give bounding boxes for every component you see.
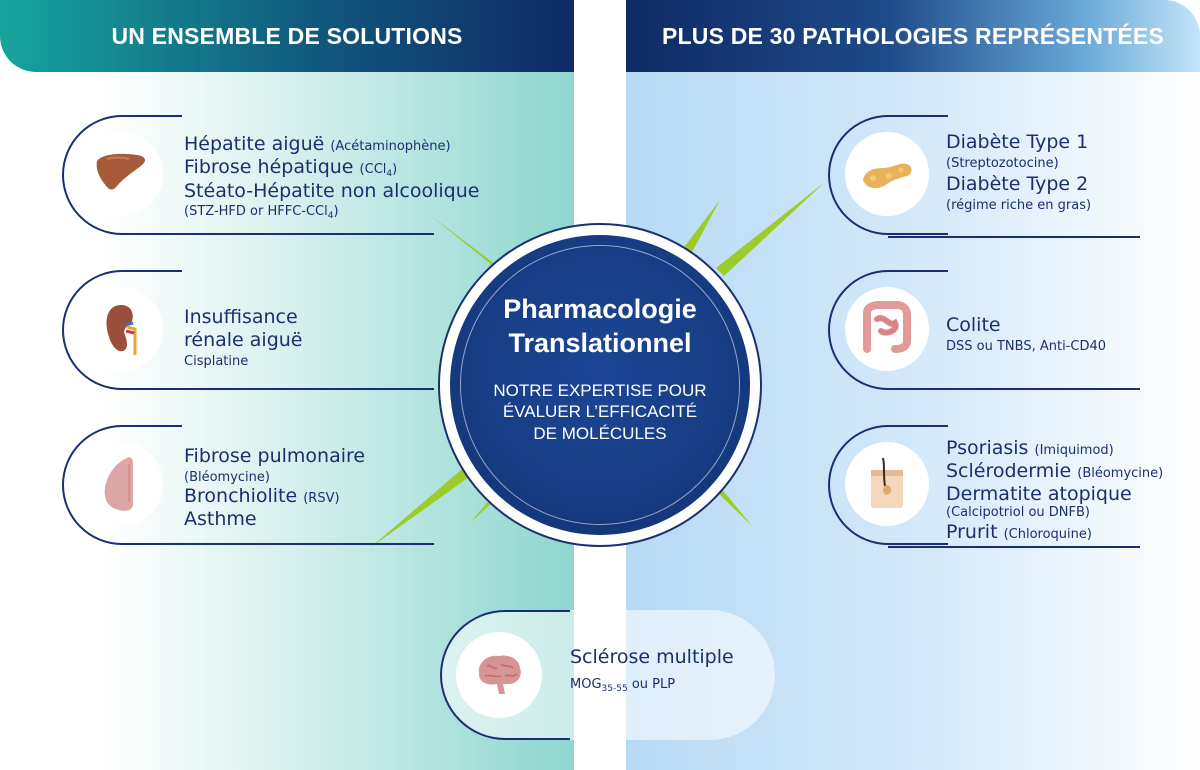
lung-text: Fibrose pulmonaire (Bléomycine) Bronchio… (184, 445, 365, 531)
center-subtitle-line-3: DE MOLÉCULES (533, 423, 667, 443)
lung-card: Fibrose pulmonaire (Bléomycine) Bronchio… (62, 425, 582, 550)
pancreas-icon (845, 132, 929, 216)
liver-line-1: Hépatite aiguë (Acétaminophène) (184, 133, 479, 156)
steato-hepatite-cause: (STZ-HFD or HFFC-CCl4) (184, 204, 339, 222)
sclerose-multiple-label: Sclérose multiple (570, 646, 734, 668)
skin-underline (888, 546, 1140, 548)
center-title: Pharmacologie Translationnel (438, 293, 762, 361)
prurit-line: Prurit (Chloroquine) (946, 521, 1163, 544)
dermatite-cause: (Calcipotriol ou DNFB) (946, 505, 1090, 521)
kidney-underline (122, 388, 434, 390)
colon-text: Colite DSS ou TNBS, Anti-CD40 (946, 314, 1106, 354)
prurit-label: Prurit (946, 520, 998, 543)
pancreas-underline (888, 236, 1140, 238)
center-subtitle-line-1: NOTRE EXPERTISE POUR (493, 381, 707, 400)
pancreas-arc (828, 115, 948, 235)
psoriasis-label: Psoriasis (946, 437, 1029, 459)
center-title-line-1: Pharmacologie (503, 294, 697, 324)
renale-aigue-label: rénale aiguë (184, 328, 303, 351)
skin-icon (845, 442, 929, 526)
fibrose-pulmonaire-cause: (Bléomycine) (184, 469, 270, 485)
pancreas-text: Diabète Type 1 (Streptozotocine) Diabète… (946, 131, 1091, 214)
sclerodermie-label: Sclérodermie (946, 459, 1072, 482)
bronchiolite-label: Bronchiolite (184, 485, 298, 508)
center-circle: Pharmacologie Translationnel NOTRE EXPER… (438, 223, 762, 547)
brain-arc (440, 610, 570, 740)
pancreas-card: Diabète Type 1 (Streptozotocine) Diabète… (828, 115, 1200, 240)
colite-cause: DSS ou TNBS, Anti-CD40 (946, 338, 1107, 354)
kidney-icon (79, 287, 163, 371)
kidney-text: Insuffisance rénale aiguë Cisplatine (184, 306, 303, 369)
center-title-line-2: Translationnel (508, 327, 692, 358)
dermatite-label: Dermatite atopique (946, 482, 1132, 505)
brain-card: Sclérose multiple MOG35-55 ou PLP (440, 610, 775, 740)
bronchiolite-cause: (RSV) (303, 491, 340, 507)
colite-label: Colite (946, 314, 1001, 336)
sclerodermie-cause: (Bléomycine) (1077, 465, 1164, 481)
lung-underline (122, 543, 434, 545)
center-subtitle-line-2: ÉVALUER L’EFFICACITÉ (502, 402, 698, 422)
skin-card: Psoriasis (Imiquimod) Sclérodermie (Bléo… (828, 425, 1200, 550)
brain-icon (456, 632, 542, 718)
center-ring-line (460, 245, 740, 525)
hepatite-cause: (Acétaminophène) (330, 139, 451, 154)
diabete-type2-cause: (régime riche en gras) (946, 198, 1092, 214)
skin-arc (828, 425, 948, 545)
bronchiolite-line: Bronchiolite (RSV) (184, 485, 365, 508)
left-header: UN ENSEMBLE DE SOLUTIONS (0, 0, 574, 72)
liver-underline (122, 233, 434, 235)
sclerose-multiple-cause: MOG35-55 ou PLP (570, 676, 676, 694)
fibrose-hepatique-label: Fibrose hépatique (184, 155, 354, 178)
center-subtitle: NOTRE EXPERTISE POUR ÉVALUER L’EFFICACIT… (438, 380, 762, 444)
liver-text: Hépatite aiguë (Acétaminophène) Fibrose … (184, 133, 479, 222)
fibrose-pulmonaire-label: Fibrose pulmonaire (184, 445, 366, 467)
skin-text: Psoriasis (Imiquimod) Sclérodermie (Bléo… (946, 437, 1163, 544)
colon-icon (845, 287, 929, 371)
lung-icon (79, 442, 163, 526)
psoriasis-cause: (Imiquimod) (1034, 443, 1114, 458)
asthme-label: Asthme (184, 508, 257, 531)
fibrose-hepatique-cause: (CCl4) (359, 161, 398, 179)
kidney-card: Insuffisance rénale aiguë Cisplatine (62, 270, 582, 395)
prurit-cause: (Chloroquine) (1003, 526, 1092, 542)
diabete-type1-cause: (Streptozotocine) (946, 155, 1059, 171)
sclerodermie-line: Sclérodermie (Bléomycine) (946, 460, 1163, 483)
liver-card: Hépatite aiguë (Acétaminophène) Fibrose … (62, 115, 582, 240)
insuffisance-label: Insuffisance (184, 306, 298, 328)
liver-line-2: Fibrose hépatique (CCl4) (184, 156, 479, 180)
colon-card: Colite DSS ou TNBS, Anti-CD40 (828, 270, 1200, 395)
kidney-cause: Cisplatine (184, 353, 249, 369)
colon-underline (888, 388, 1140, 390)
brain-text: Sclérose multiple MOG35-55 ou PLP (570, 646, 734, 695)
psoriasis-line: Psoriasis (Imiquimod) (946, 437, 1163, 460)
liver-icon (79, 132, 163, 216)
steato-hepatite-label: Stéato-Hépatite non alcoolique (184, 179, 480, 202)
diabete-type2-label: Diabète Type 2 (946, 173, 1089, 196)
right-header: PLUS DE 30 PATHOLOGIES REPRÉSENTÉES (626, 0, 1200, 72)
hepatite-label: Hépatite aiguë (184, 133, 325, 155)
diabete-type1-label: Diabète Type 1 (946, 131, 1089, 153)
